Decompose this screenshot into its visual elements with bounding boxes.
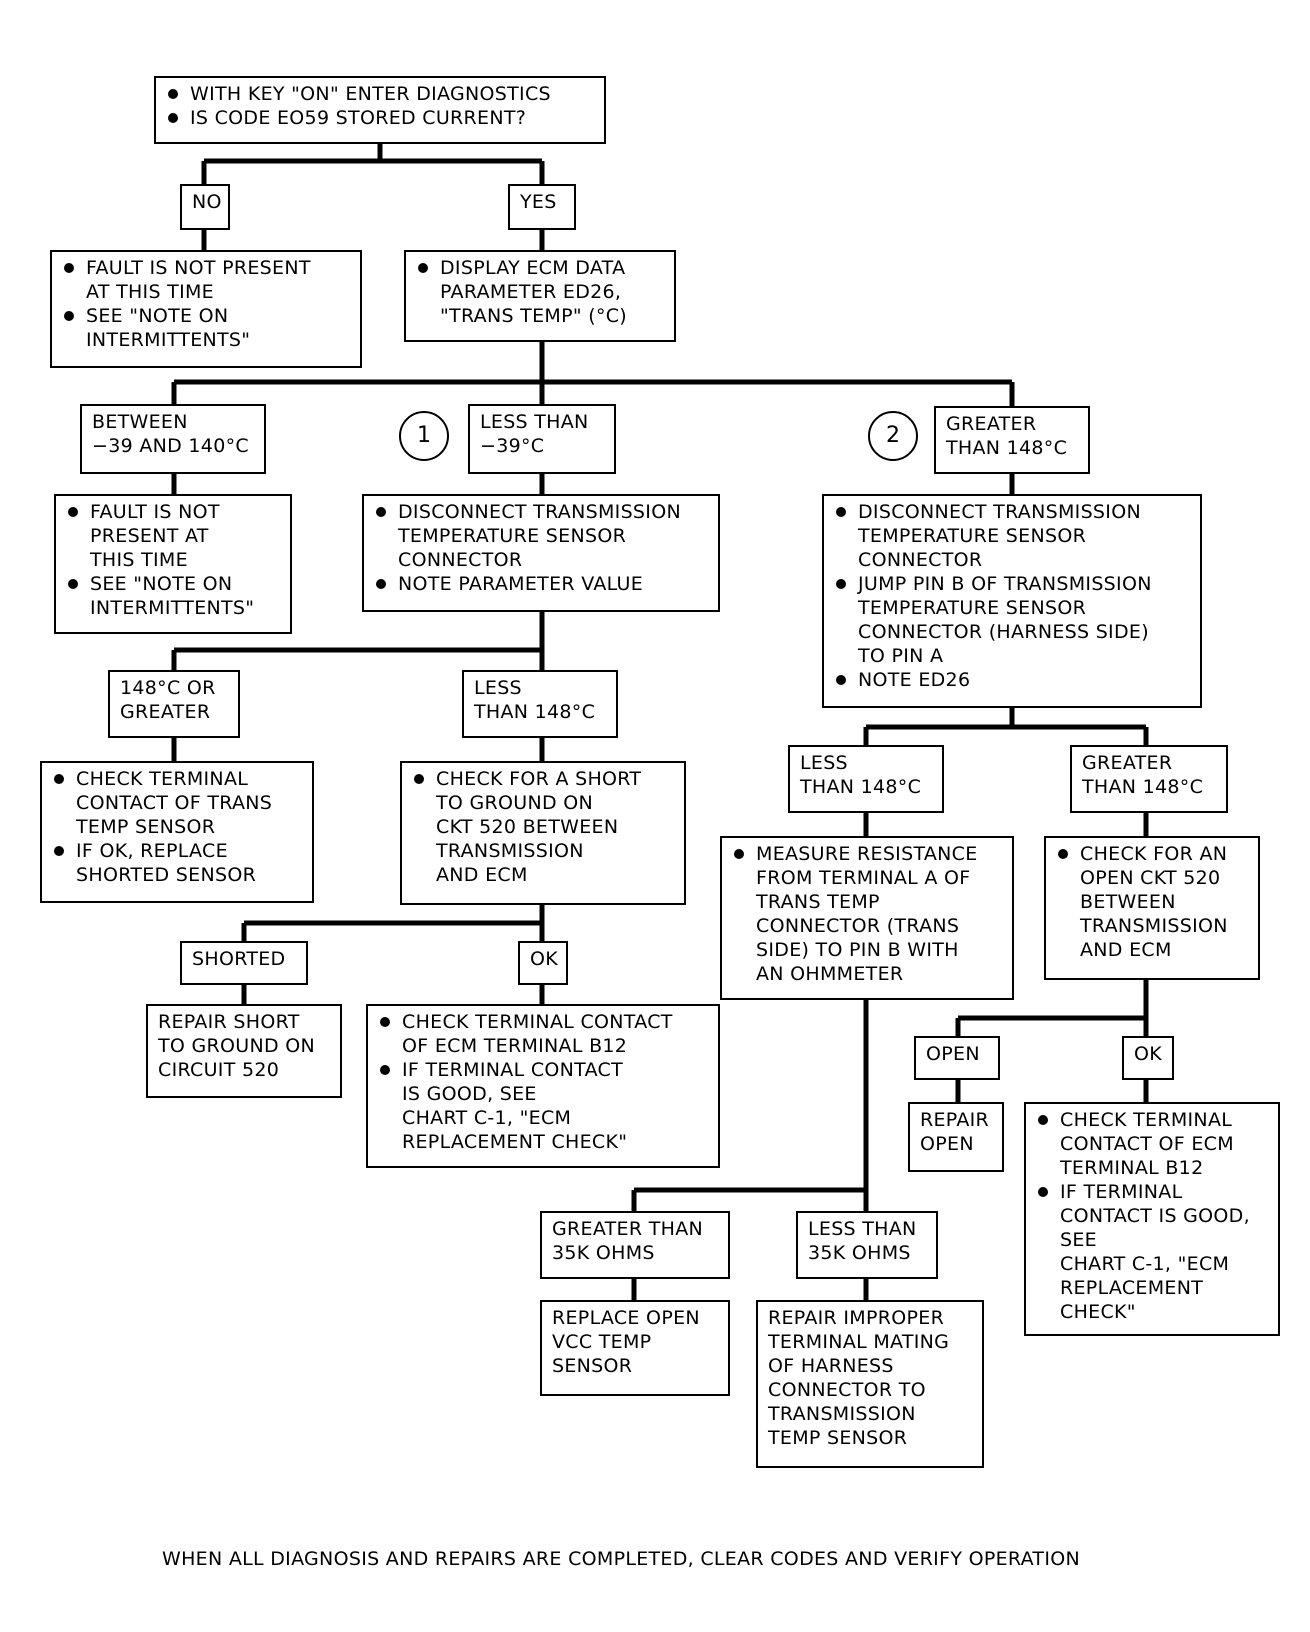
bullet-item: IS CODE EO59 STORED CURRENT? xyxy=(166,106,596,130)
label-between: BETWEEN−39 AND 140°C xyxy=(80,404,266,474)
label-ok-left: OK xyxy=(518,941,568,985)
bullet-item: WITH KEY "ON" ENTER DIAGNOSTICS xyxy=(166,82,596,106)
start-question-box: WITH KEY "ON" ENTER DIAGNOSTICS IS CODE … xyxy=(154,76,606,144)
footer-note: WHEN ALL DIAGNOSIS AND REPAIRS ARE COMPL… xyxy=(162,1548,1081,1570)
step-marker-2: 2 xyxy=(868,411,918,461)
label-ok-right: OK xyxy=(1122,1036,1174,1080)
step-marker-1: 1 xyxy=(399,411,449,461)
label-shorted: SHORTED xyxy=(180,941,308,985)
label-no: NO xyxy=(180,184,230,230)
label-open: OPEN xyxy=(914,1036,1000,1080)
label-yes: YES xyxy=(508,184,576,230)
label-less-than-39: LESS THAN−39°C xyxy=(468,404,616,474)
